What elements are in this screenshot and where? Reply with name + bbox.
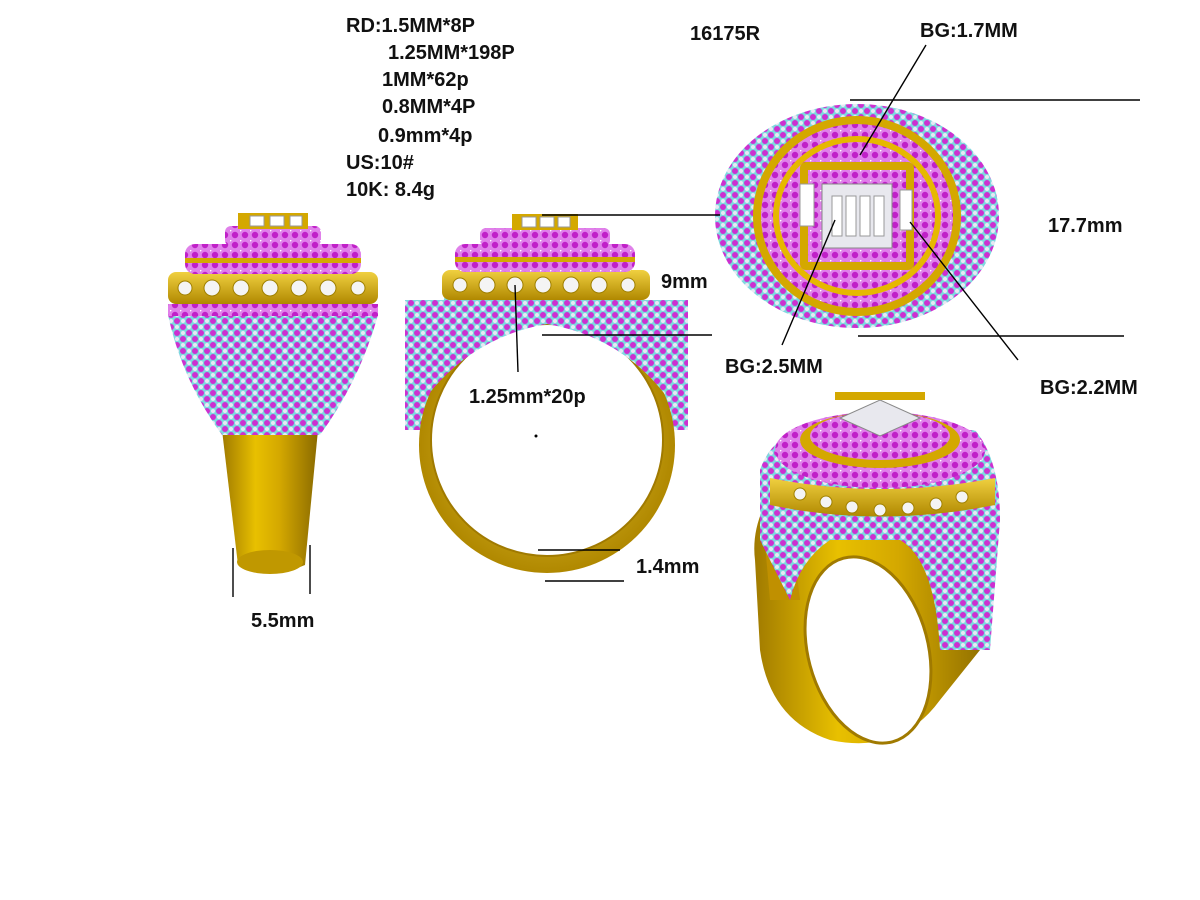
top-length-label: 17.7mm [1048, 215, 1123, 237]
baguette-side-label: BG:2.2MM [1040, 377, 1138, 399]
height-label: 9mm [661, 271, 708, 293]
spec-line: 1.25MM*198P [388, 42, 515, 64]
dimension-lines [232, 44, 1140, 597]
shank-width-label: 5.5mm [251, 610, 315, 632]
band-thickness-label: 1.4mm [636, 556, 700, 578]
baguette-top-label: BG:1.7MM [920, 20, 1018, 42]
spec-line: 0.8MM*4P [382, 96, 476, 118]
side-view [168, 213, 378, 574]
front-band-inner [430, 323, 664, 557]
top-view [715, 104, 999, 328]
side-shank [222, 430, 318, 573]
model-code: 16175R [690, 23, 761, 45]
spec-line: 0.9mm*4p [378, 125, 473, 147]
side-stones-label: 1.25mm*20p [469, 386, 586, 408]
persp-center-cluster [838, 399, 922, 437]
spec-line: RD:1.5MM*8P [346, 15, 475, 37]
persp-band-opening [803, 555, 933, 745]
baguette-center-label: BG:2.5MM [725, 356, 823, 378]
perspective-view [754, 392, 1000, 745]
side-bezel-stones [177, 279, 366, 297]
spec-line: 10K: 8.4g [346, 179, 435, 201]
persp-pave-body [760, 430, 1000, 650]
spec-line: 1MM*62p [382, 69, 469, 91]
front-view [405, 214, 688, 573]
spec-line: US:10# [346, 152, 414, 174]
side-pave-shoulder [168, 315, 378, 435]
